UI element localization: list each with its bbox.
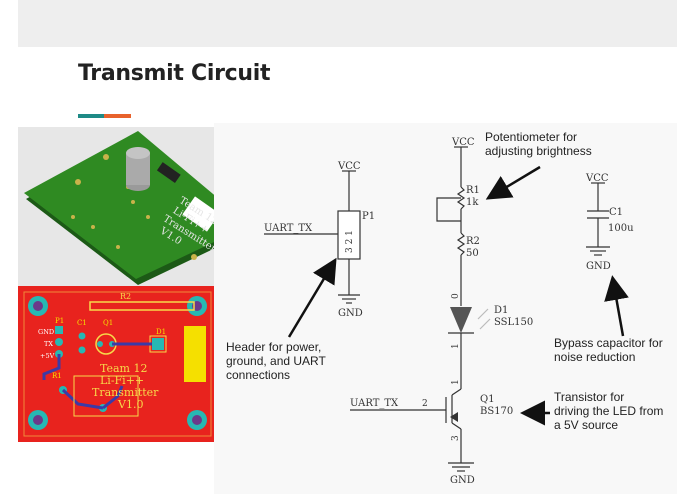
potentiometer-note: Potentiometer for adjusting brightness — [485, 130, 592, 158]
pcb-silk-text: Transmitter — [92, 386, 159, 399]
led-vcc-label: VCC — [451, 137, 475, 148]
q1-arrow — [450, 412, 458, 422]
header-pin-numbers: 3 2 1 — [345, 230, 355, 253]
r2-label: R2 — [120, 292, 131, 301]
led-gnd-label: GND — [450, 475, 475, 486]
header-p1-symbol — [264, 170, 361, 304]
transistor-note: Transistor for driving the LED from a 5V… — [554, 390, 664, 432]
schematic-background — [214, 123, 677, 494]
pcb-3d-capacitor-top — [126, 147, 150, 159]
pcb-3d-header — [156, 162, 181, 183]
q1-pin3-label: 3 — [451, 435, 461, 441]
pcb-layout-view: R2 P1 C1 Q1 D1 R1 GND TX +5V — [18, 286, 217, 442]
r2-label: R2 — [466, 236, 480, 247]
led-emission-rays — [477, 308, 491, 330]
gate-uart-tx-label: UART_TX — [350, 398, 399, 409]
pcb-board-top — [24, 131, 250, 279]
title-accent-teal — [78, 114, 104, 118]
led-pad — [184, 326, 206, 382]
pcb-silk-text: Li-Fi++ — [100, 374, 144, 387]
pcb-silk-text: Team 12 — [100, 362, 147, 375]
r1-label: R1 — [52, 372, 62, 380]
schematic-diagram: VCC P1 UART_TX GND 3 2 1 — [214, 123, 677, 494]
header-gnd-label: GND — [338, 308, 363, 319]
d1-value: SSL150 — [494, 317, 533, 328]
d1-label: D1 — [494, 305, 508, 316]
d1-label: D1 — [156, 328, 166, 336]
cap-c1-label: C1 — [609, 207, 623, 218]
q1-label: Q1 — [103, 319, 113, 327]
top-banner — [18, 0, 677, 47]
net-0-label: 0 — [451, 293, 461, 299]
header-vcc-label: VCC — [337, 161, 361, 172]
capacitor-note: Bypass capacitor for noise reduction — [554, 336, 663, 364]
r1-label: R1 — [466, 185, 480, 196]
cap-vcc-label: VCC — [585, 173, 609, 184]
pcb-3d-led-window — [182, 196, 220, 232]
pcb-layout-outline — [23, 291, 212, 437]
pcb-3d-pads — [71, 154, 197, 260]
header-uart-tx-label: UART_TX — [264, 223, 313, 234]
led-d1-symbol — [450, 307, 472, 333]
q1-pin1-label: 1 — [451, 379, 461, 385]
silk-box — [73, 375, 139, 417]
net-1-label: 1 — [451, 343, 461, 349]
pcb-mount-holes — [28, 296, 207, 430]
cap-value: 100u — [608, 223, 634, 234]
title-accent-orange — [104, 114, 131, 118]
pcb-silk-text: V1.0 — [117, 398, 143, 411]
gnd-pin-label: GND — [38, 328, 54, 336]
r2-value: 50 — [466, 248, 479, 259]
capacitor-c1-symbol — [586, 182, 610, 256]
q1-label: Q1 — [480, 394, 495, 405]
header-p1-label: P1 — [362, 211, 375, 222]
5v-pin-label: +5V — [40, 352, 55, 360]
q1-gate-pin-label: 2 — [422, 399, 428, 409]
cap-gnd-label: GND — [586, 261, 611, 272]
c1-label: C1 — [77, 319, 87, 327]
p1-label: P1 — [55, 317, 64, 325]
led-chain-wiring — [350, 146, 474, 472]
r1-value: 1k — [466, 197, 479, 208]
q1-value: BS170 — [480, 406, 513, 417]
header-note: Header for power, ground, and UART conne… — [226, 340, 326, 382]
annotation-arrows — [287, 165, 629, 426]
slide-title: Transmit Circuit — [78, 61, 271, 86]
tx-pin-label: TX — [44, 340, 53, 348]
r2-footprint — [89, 301, 195, 311]
pcb-traces — [42, 342, 152, 410]
